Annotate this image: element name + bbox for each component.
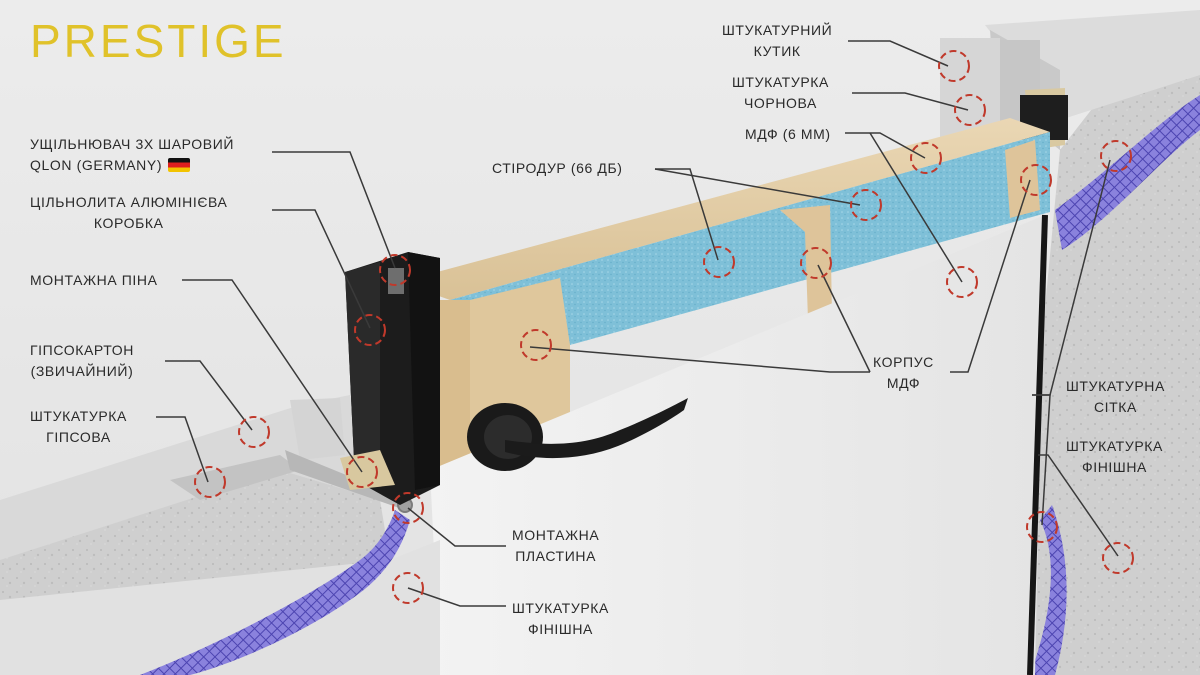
marker-plaster-finish-right [1102, 542, 1134, 574]
marker-plaster-finish-left [392, 572, 424, 604]
label-plaster-finish-left: ШТУКАТУРКА ФІНІШНА [512, 600, 609, 637]
marker-mdf-edge [1020, 164, 1052, 196]
label-body-mdf: КОРПУС МДФ [873, 354, 934, 391]
marker-drywall [238, 416, 270, 448]
marker-plaster-gypsum [194, 466, 226, 498]
marker-mdf-block [520, 329, 552, 361]
marker-plaster-rough [954, 94, 986, 126]
label-plaster-rough: ШТУКАТУРКА ЧОРНОВА [732, 74, 829, 111]
markers [194, 50, 1134, 604]
marker-mdf-6mm [910, 142, 942, 174]
marker-styrodur-2 [850, 189, 882, 221]
label-mesh: ШТУКАТУРНА СІТКА [1066, 378, 1165, 415]
label-foam: МОНТАЖНА ПІНА [30, 272, 158, 288]
mdf-strip [780, 205, 832, 320]
door-leaf [430, 215, 1045, 675]
left-mesh [140, 510, 410, 675]
marker-body-mdf [800, 247, 832, 279]
label-drywall: ГІПСОКАРТОН (ЗВИЧАЙНИЙ) [30, 342, 134, 379]
marker-styrodur-1 [703, 246, 735, 278]
label-mount-plate: МОНТАЖНА ПЛАСТИНА [512, 527, 600, 564]
marker-mdf-6mm-inner [946, 266, 978, 298]
right-mesh [1055, 95, 1200, 250]
marker-foam [346, 456, 378, 488]
label-plaster-finish-right: ШТУКАТУРКА ФІНІШНА [1066, 438, 1163, 475]
label-seal: УЩІЛЬНЮВАЧ 3Х ШАРОВИЙ QLON (GERMANY) [30, 136, 235, 173]
label-plaster-gypsum: ШТУКАТУРКА ГІПСОВА [30, 408, 127, 445]
qlon-seal [388, 268, 404, 294]
aluminium-frame [340, 252, 440, 505]
label-mdf-6mm: МДФ (6 ММ) [745, 126, 831, 142]
door-right-edge [1027, 214, 1048, 675]
label-plaster-corner: ШТУКАТУРНИЙ КУТИК [722, 22, 833, 59]
door-handle [467, 398, 688, 471]
mounting-plate [285, 450, 405, 510]
marker-mesh-lower [1026, 511, 1058, 543]
left-wall [0, 395, 440, 675]
marker-seal [379, 254, 411, 286]
marker-mount-plate [392, 492, 424, 524]
brand-logo: PRESTIGE [30, 15, 287, 67]
marker-frame [354, 314, 386, 346]
germany-flag-icon [168, 158, 191, 172]
right-wall [940, 10, 1200, 675]
marker-plaster-corner [938, 50, 970, 82]
styrodur-layer [450, 132, 1050, 345]
leader-lines [156, 40, 1119, 607]
label-styrodur: СТІРОДУР (66 дБ) [492, 160, 623, 176]
marker-mesh-upper [1100, 140, 1132, 172]
right-lower-mesh [1030, 505, 1067, 675]
label-frame: ЦІЛЬНОЛИТА АЛЮМІНІЄВА КОРОБКА [30, 194, 228, 231]
